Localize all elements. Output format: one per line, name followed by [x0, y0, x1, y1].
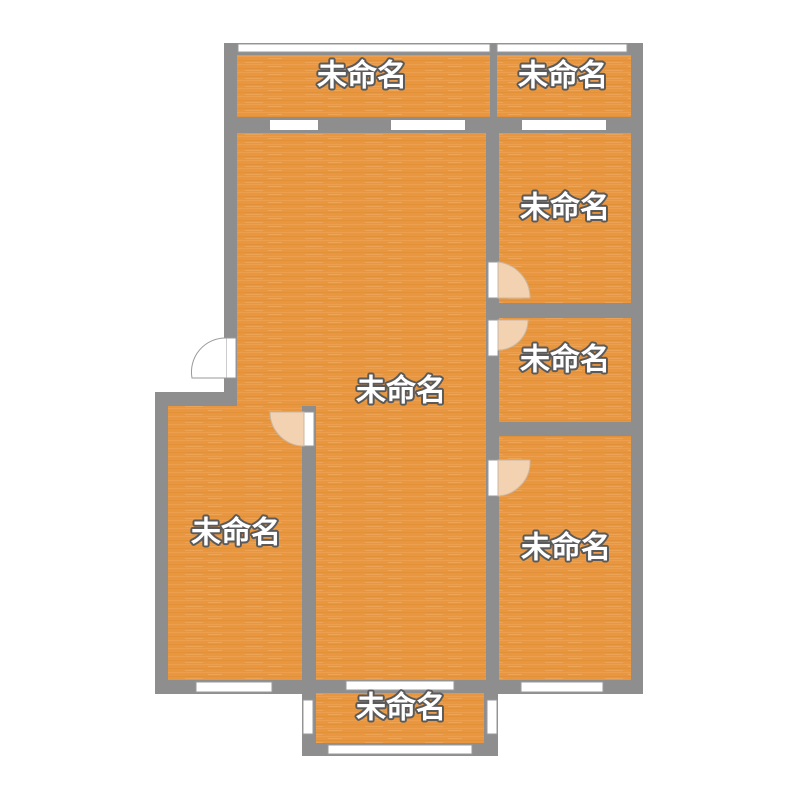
window-top-right: [496, 43, 628, 53]
window-left-bottom: [195, 681, 273, 693]
entrance-door-swing: [190, 337, 227, 379]
room-label-top-right: 未命名: [518, 59, 608, 94]
window-inner-top-1: [270, 120, 318, 130]
window-inner-top-2: [391, 120, 465, 130]
room-label-center: 未命名: [356, 374, 446, 409]
room-label-right-lower: 未命名: [521, 531, 611, 566]
floor-center-lower: [316, 406, 486, 680]
window-right-bottom: [520, 681, 604, 693]
right-lower-door-swing: [497, 459, 531, 497]
floor-bottom-balcony: [316, 693, 484, 743]
window-balcony-left: [302, 699, 314, 735]
floor-top-right: [497, 55, 631, 117]
window-balcony-top: [345, 680, 455, 691]
left-room-door-leaf: [303, 411, 315, 447]
doors: [190, 261, 531, 497]
room-label-right-middle: 未命名: [520, 343, 610, 378]
window-balcony-bottom: [327, 744, 473, 755]
floor-left: [168, 406, 302, 680]
room-label-top-left: 未命名: [317, 59, 407, 94]
wall-left-center-divider: [302, 406, 316, 694]
floors: [168, 55, 631, 743]
windows: [195, 43, 628, 755]
window-inner-top-3: [522, 120, 606, 130]
left-room-door-swing: [269, 411, 305, 447]
room-label-left: 未命名: [191, 516, 281, 551]
right-middle-door-swing: [497, 319, 529, 351]
window-balcony-right: [486, 699, 498, 735]
right-upper-door-leaf: [487, 261, 499, 299]
right-lower-door-leaf: [487, 459, 499, 497]
room-label-right-upper: 未命名: [520, 191, 610, 226]
right-upper-door-swing: [497, 261, 531, 299]
entrance-door-leaf: [225, 337, 237, 379]
window-top-left: [237, 43, 491, 53]
room-labels: 未命名 未命名 未命名 未命名 未命名 未命名 未命名 未命名: [189, 57, 613, 728]
floor-top-left: [237, 55, 490, 117]
right-middle-door-leaf: [487, 319, 499, 357]
room-label-bottom-balcony: 未命名: [356, 691, 446, 726]
